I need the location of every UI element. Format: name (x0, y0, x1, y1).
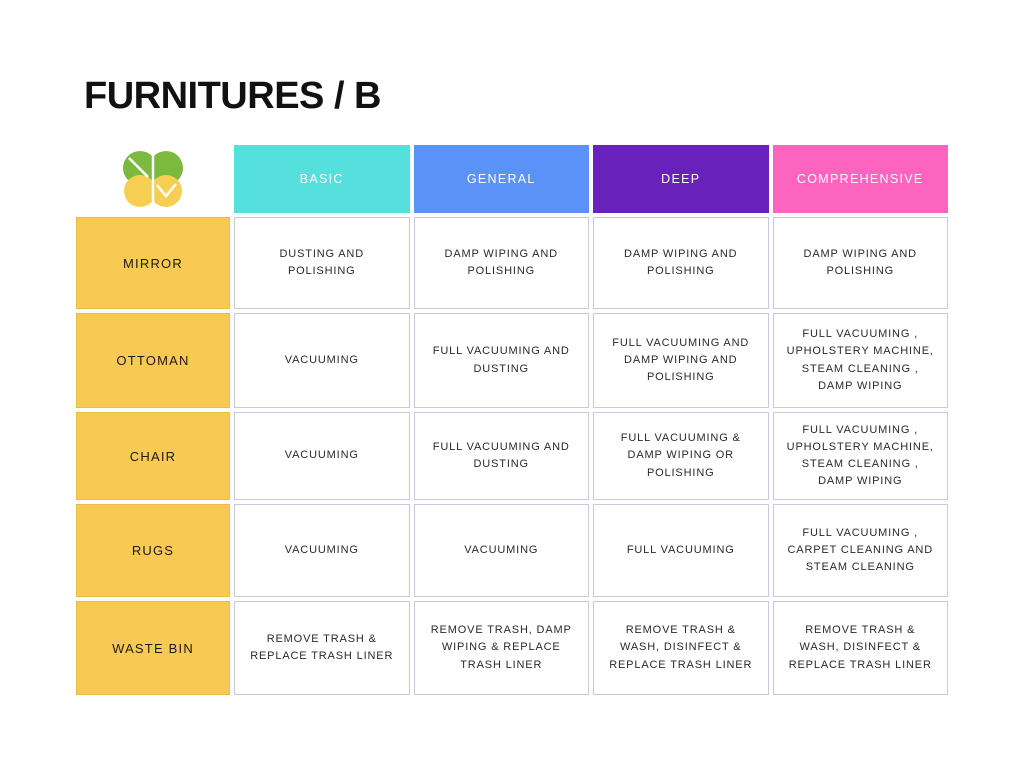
cell-ottoman-basic[interactable]: VACUUMING (234, 313, 410, 408)
row-header-waste-bin[interactable]: WASTE BIN (76, 601, 230, 695)
cell-text: REMOVE TRASH, DAMP WIPING & REPLACE TRAS… (430, 624, 572, 671)
cell-text: VACUUMING (284, 543, 359, 556)
cell-text: FULL VACUUMING & DAMP WIPING OR POLISHIN… (620, 432, 741, 479)
cell-waste-bin-comprehensive[interactable]: REMOVE TRASH & WASH, DISINFECT & REPLACE… (772, 601, 948, 695)
cell-text: FULL VACUUMING , UPHOLSTERY MACHINE, STE… (786, 328, 934, 392)
cell-text: FULL VACUUMING AND DUSTING (432, 345, 570, 375)
row-header-ottoman[interactable]: OTTOMAN (76, 313, 230, 408)
cell-text: REMOVE TRASH & REPLACE TRASH LINER (250, 632, 394, 662)
cell-rugs-deep[interactable]: FULL VACUUMING (593, 504, 769, 597)
cell-waste-bin-general[interactable]: REMOVE TRASH, DAMP WIPING & REPLACE TRAS… (413, 601, 589, 695)
column-header-deep[interactable]: DEEP (593, 145, 769, 213)
cell-mirror-comprehensive[interactable]: DAMP WIPING AND POLISHING (772, 217, 948, 309)
cell-text: VACUUMING (284, 449, 359, 462)
cell-text: FULL VACUUMING AND DUSTING (432, 440, 570, 470)
cell-mirror-basic[interactable]: DUSTING AND POLISHING (234, 217, 410, 309)
cell-rugs-general[interactable]: VACUUMING (413, 504, 589, 597)
cell-text: DAMP WIPING AND POLISHING (624, 247, 738, 277)
services-matrix-table: BASIC GENERAL DEEP COMPREHENSIVE MIRROR … (76, 145, 948, 695)
page-title: FURNITURES / B (84, 75, 382, 117)
column-header-general[interactable]: GENERAL (413, 145, 589, 213)
cell-waste-bin-basic[interactable]: REMOVE TRASH & REPLACE TRASH LINER (234, 601, 410, 695)
cell-rugs-basic[interactable]: VACUUMING (234, 504, 410, 597)
cell-waste-bin-deep[interactable]: REMOVE TRASH & WASH, DISINFECT & REPLACE… (593, 601, 769, 695)
cell-text: FULL VACUUMING AND DAMP WIPING AND POLIS… (612, 336, 750, 384)
row-header-chair[interactable]: CHAIR (76, 412, 230, 500)
cell-text: REMOVE TRASH & WASH, DISINFECT & REPLACE… (788, 624, 932, 671)
cell-text: VACUUMING (464, 543, 539, 556)
column-header-basic[interactable]: BASIC (234, 145, 410, 213)
cell-ottoman-comprehensive[interactable]: FULL VACUUMING , UPHOLSTERY MACHINE, STE… (772, 313, 948, 408)
cell-text: FULL VACUUMING , CARPET CLEANING AND STE… (787, 526, 934, 574)
cell-ottoman-general[interactable]: FULL VACUUMING AND DUSTING (413, 313, 589, 408)
cell-rugs-comprehensive[interactable]: FULL VACUUMING , CARPET CLEANING AND STE… (772, 504, 948, 597)
cell-mirror-general[interactable]: DAMP WIPING AND POLISHING (413, 217, 589, 309)
cell-chair-general[interactable]: FULL VACUUMING AND DUSTING (413, 412, 589, 500)
cell-chair-deep[interactable]: FULL VACUUMING & DAMP WIPING OR POLISHIN… (593, 412, 769, 500)
row-header-mirror[interactable]: MIRROR (76, 217, 230, 309)
cell-text: DAMP WIPING AND POLISHING (803, 247, 917, 277)
column-header-comprehensive[interactable]: COMPREHENSIVE (772, 145, 948, 213)
cell-chair-basic[interactable]: VACUUMING (234, 412, 410, 500)
cell-text: DAMP WIPING AND POLISHING (444, 247, 558, 277)
clover-logo-icon (121, 150, 185, 208)
row-header-rugs[interactable]: RUGS (76, 504, 230, 597)
cell-text: VACUUMING (284, 353, 359, 366)
cell-text: REMOVE TRASH & WASH, DISINFECT & REPLACE… (609, 624, 753, 671)
cell-mirror-deep[interactable]: DAMP WIPING AND POLISHING (593, 217, 769, 309)
cell-ottoman-deep[interactable]: FULL VACUUMING AND DAMP WIPING AND POLIS… (593, 313, 769, 408)
cell-chair-comprehensive[interactable]: FULL VACUUMING , UPHOLSTERY MACHINE, STE… (772, 412, 948, 500)
cell-text: FULL VACUUMING (626, 543, 735, 556)
cell-text: DUSTING AND POLISHING (279, 247, 365, 277)
table-corner-logo-cell (76, 145, 230, 213)
cell-text: FULL VACUUMING , UPHOLSTERY MACHINE, STE… (786, 423, 934, 488)
